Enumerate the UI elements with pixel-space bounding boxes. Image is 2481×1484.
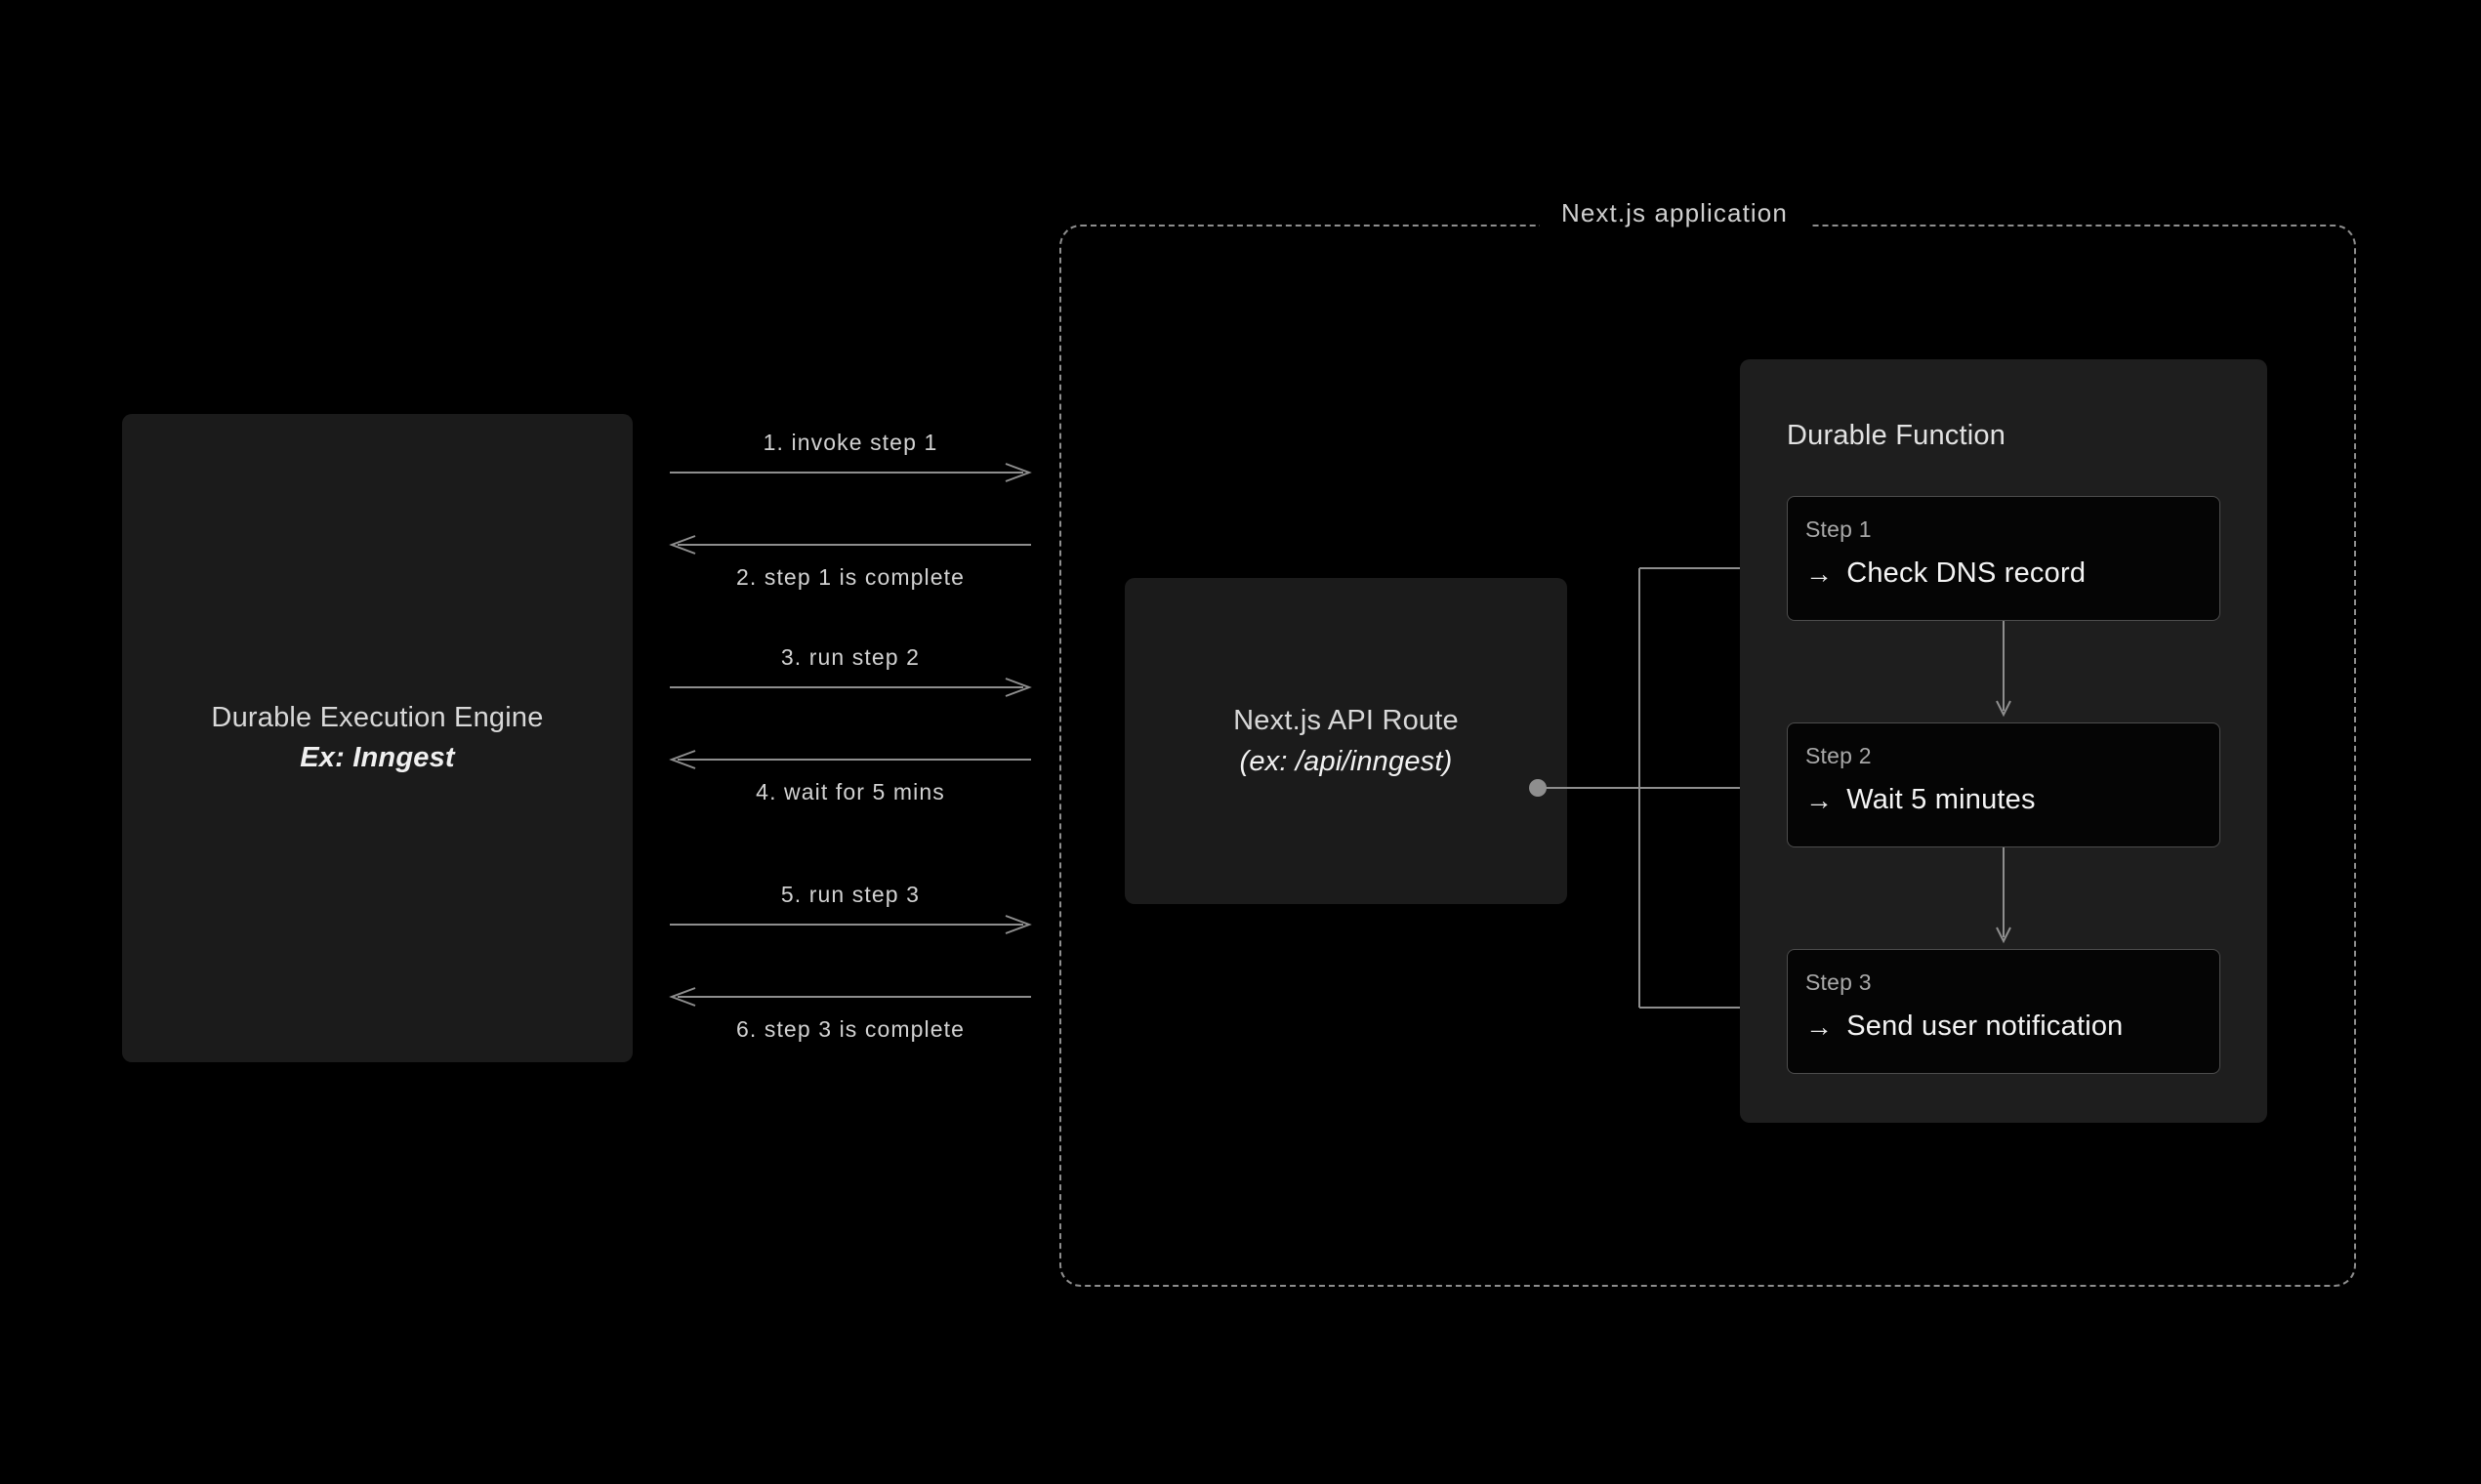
nextjs-api-route-box: Next.js API Route (ex: /api/inngest) <box>1125 578 1567 904</box>
flow-group-3: 5. run step 3 6. step 3 is complete <box>669 882 1032 1044</box>
flow-arrow-left-6 <box>669 987 1031 1007</box>
step-text-row-3: → Send user notification <box>1805 1010 2124 1043</box>
flow-row-2: 2. step 1 is complete <box>669 533 1031 592</box>
engine-title: Durable Execution Engine <box>211 701 544 733</box>
flow-label-3: 3. run step 2 <box>780 644 921 670</box>
step-text-row-2: → Wait 5 minutes <box>1805 784 2036 816</box>
api-route-title: Next.js API Route <box>1233 704 1459 736</box>
flow-arrow-right-5 <box>670 915 1032 934</box>
api-route-subtitle: (ex: /api/inngest) <box>1239 746 1453 777</box>
engine-subtitle: Ex: Inngest <box>300 742 455 773</box>
step-card-2[interactable]: Step 2 → Wait 5 minutes <box>1787 722 2220 847</box>
flow-row-4: 4. wait for 5 mins <box>669 748 1031 806</box>
flow-label-4: 4. wait for 5 mins <box>756 779 945 804</box>
step-label-2: Wait 5 minutes <box>1846 784 2036 815</box>
durable-function-panel: Durable Function Step 1 → Check DNS reco… <box>1740 359 2267 1123</box>
durable-function-steps: Step 1 → Check DNS record Step 2 → Wait … <box>1787 496 2220 1074</box>
step-kicker-1: Step 1 <box>1805 516 1872 542</box>
flow-group-2: 3. run step 2 4. wait for 5 mins <box>669 644 1032 806</box>
step-connector-1-2 <box>1787 621 2220 722</box>
step-label-1: Check DNS record <box>1846 557 2087 589</box>
flow-row-1: 1. invoke step 1 <box>670 430 1032 488</box>
flow-label-1: 1. invoke step 1 <box>763 430 938 455</box>
flow-arrow-left-4 <box>669 750 1031 769</box>
step-text-row-1: → Check DNS record <box>1805 557 2086 590</box>
nextjs-application-title: Next.js application <box>1540 198 1809 228</box>
flow-label-6: 6. step 3 is complete <box>735 1016 966 1042</box>
flow-row-3: 3. run step 2 <box>670 644 1032 703</box>
flow-label-5: 5. run step 3 <box>780 882 921 907</box>
flow-label-2: 2. step 1 is complete <box>735 564 966 590</box>
step-card-1[interactable]: Step 1 → Check DNS record <box>1787 496 2220 621</box>
step-card-3[interactable]: Step 3 → Send user notification <box>1787 949 2220 1074</box>
flow-arrow-left-2 <box>669 535 1031 555</box>
durable-function-title: Durable Function <box>1787 420 2006 451</box>
flow-arrow-right-3 <box>670 678 1032 697</box>
step-kicker-3: Step 3 <box>1805 969 1872 995</box>
durable-execution-engine-box: Durable Execution Engine Ex: Inngest <box>122 414 633 1062</box>
arrow-right-icon: → <box>1805 1010 1834 1042</box>
flow-group-1: 1. invoke step 1 2. step 1 is complete <box>669 430 1032 592</box>
flow-row-6: 6. step 3 is complete <box>669 985 1031 1044</box>
arrow-right-icon: → <box>1805 557 1834 589</box>
arrow-right-icon: → <box>1805 784 1834 815</box>
step-kicker-2: Step 2 <box>1805 743 1872 768</box>
step-connector-2-3 <box>1787 847 2220 949</box>
step-label-3: Send user notification <box>1846 1010 2124 1042</box>
flow-arrow-right-1 <box>670 463 1032 482</box>
flow-row-5: 5. run step 3 <box>670 882 1032 940</box>
